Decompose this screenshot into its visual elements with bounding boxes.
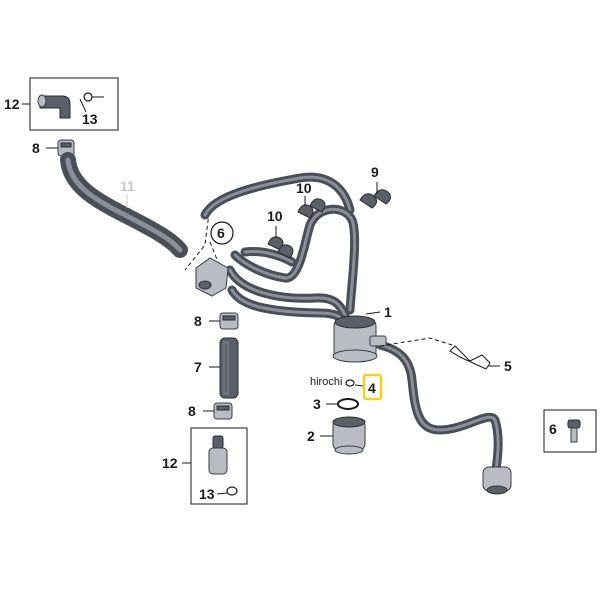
bracket-5 [449, 345, 491, 370]
o-ring-3 [337, 398, 359, 410]
callout-12-low: 12 [162, 455, 178, 471]
callout-6-circle: 6 [217, 225, 225, 241]
callout-10-a: 10 [296, 180, 312, 196]
callout-1: 1 [384, 304, 392, 320]
callout-10-b: 10 [267, 208, 283, 224]
o-ring-4 [345, 379, 355, 387]
o-ring-top [83, 92, 93, 102]
callout-5: 5 [504, 358, 512, 374]
callout-11: 11 [120, 178, 135, 194]
elbow-connector-top [37, 94, 71, 119]
callout-3: 3 [313, 396, 321, 412]
callout-8-mid: 8 [194, 313, 202, 329]
detail-box-screw [543, 409, 597, 453]
detail-box-low [190, 427, 248, 505]
hose-clamp-low [213, 402, 233, 420]
callout-13-low: 13 [199, 486, 215, 502]
straight-connector-low [208, 435, 228, 475]
watermark-text: hirochi [310, 376, 342, 388]
t-connector [195, 257, 229, 297]
callout-2: 2 [307, 428, 315, 444]
callout-8-low: 8 [188, 403, 196, 419]
callout-7: 7 [194, 359, 202, 375]
callout-12-top: 12 [4, 96, 20, 112]
callout-4: 4 [368, 380, 376, 396]
vent-hose-11 [60, 152, 188, 258]
screw-6 [567, 419, 581, 443]
end-connector-right [482, 466, 512, 495]
hose-segment-7 [219, 337, 239, 399]
hose-clip-10-upper [297, 198, 326, 219]
hose-clip-9 [359, 189, 392, 209]
callout-6-box: 6 [549, 421, 557, 437]
callout-13-top: 13 [82, 111, 98, 127]
highlight-box-4 [362, 373, 383, 401]
pressure-damper-1 [332, 315, 387, 363]
damper-2 [332, 416, 366, 455]
callout-9: 9 [371, 164, 379, 180]
callout-8-top: 8 [32, 140, 40, 156]
hose-clamp-mid [219, 312, 239, 330]
o-ring-low [226, 486, 238, 496]
circle-callout-6 [210, 221, 234, 245]
hose-clip-10-lower [267, 236, 294, 259]
